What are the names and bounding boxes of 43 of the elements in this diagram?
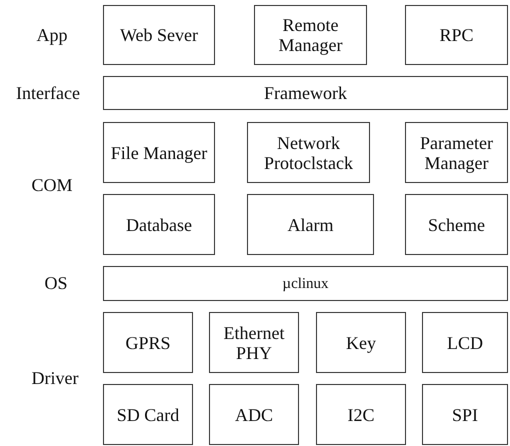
layer-box bbox=[103, 266, 508, 301]
box-label: Remote Manager bbox=[278, 15, 344, 55]
layer-box bbox=[103, 76, 508, 110]
box-label: Framework bbox=[264, 83, 347, 103]
layer-box bbox=[422, 312, 508, 373]
layer-label: OS bbox=[44, 273, 68, 293]
box-label: Ethernet PHY bbox=[222, 322, 286, 362]
layer-box bbox=[209, 384, 299, 445]
box-label: I2C bbox=[348, 404, 374, 424]
layer-box bbox=[405, 194, 508, 255]
box-label: Network Protoclstack bbox=[263, 132, 354, 172]
layer-box bbox=[103, 312, 193, 373]
box-label: Scheme bbox=[428, 214, 485, 234]
layer-box bbox=[254, 5, 367, 65]
layer-box bbox=[316, 384, 406, 445]
layer-box bbox=[247, 122, 370, 183]
layer-box bbox=[103, 122, 215, 183]
layer-box bbox=[405, 122, 508, 183]
box-label: µclinux bbox=[282, 274, 329, 294]
box-label: Alarm bbox=[288, 214, 334, 234]
box-label: Parameter Manager bbox=[419, 132, 494, 172]
layer-box bbox=[103, 384, 193, 445]
layer-label: App bbox=[36, 25, 68, 45]
box-label: Key bbox=[346, 332, 376, 352]
layer-box bbox=[422, 384, 508, 445]
layer-label: COM bbox=[32, 175, 72, 195]
box-label: GPRS bbox=[125, 332, 171, 352]
box-label: Database bbox=[126, 214, 192, 234]
box-label: ADC bbox=[234, 404, 273, 424]
layer-label: Driver bbox=[32, 368, 78, 388]
box-label: RPC bbox=[439, 25, 474, 45]
box-label: SPI bbox=[452, 404, 478, 424]
layer-label: Interface bbox=[16, 83, 80, 103]
box-label: File Manager bbox=[110, 142, 208, 162]
layer-box bbox=[247, 194, 374, 255]
layer-box bbox=[103, 194, 215, 255]
box-label: LCD bbox=[447, 332, 483, 352]
layer-box bbox=[209, 312, 299, 373]
layer-box bbox=[103, 5, 215, 65]
layer-box bbox=[405, 5, 508, 65]
layer-box bbox=[316, 312, 406, 373]
box-label: SD Card bbox=[116, 404, 180, 424]
box-label: Web Sever bbox=[120, 25, 198, 45]
